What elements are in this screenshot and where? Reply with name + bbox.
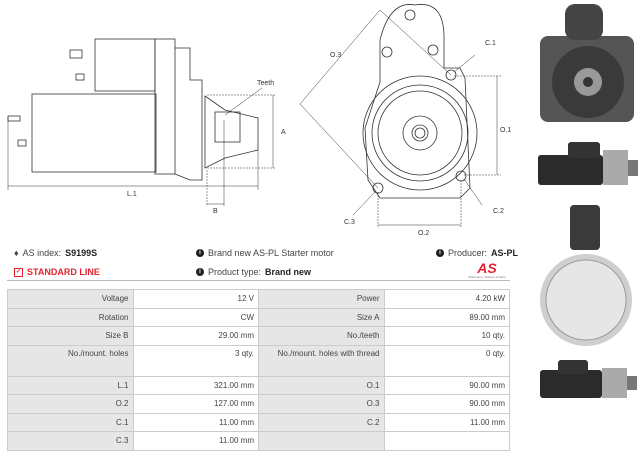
info-icon: i — [196, 268, 204, 276]
label-c1: C.1 — [485, 40, 496, 47]
label-c3: C.3 — [344, 219, 355, 226]
spec-label — [258, 431, 385, 451]
line-label: STANDARD LINE — [27, 267, 100, 277]
spec-value: 0 qty. — [383, 344, 510, 377]
spec-label: O.2 — [7, 394, 134, 414]
producer-value: AS-PL — [491, 248, 519, 258]
as-index-value: S9199S — [65, 248, 98, 258]
info-icon: i — [436, 249, 444, 257]
spec-value: 11.00 mm — [132, 431, 259, 451]
photo-side-2 — [540, 360, 637, 398]
photo-front — [540, 4, 634, 122]
spec-value: 3 qty. — [132, 344, 259, 377]
spec-label: Size B — [7, 326, 134, 346]
spec-label: No./mount. holes with thread — [258, 344, 385, 377]
photo-side — [538, 142, 638, 185]
spec-label: Voltage — [7, 289, 134, 309]
spec-label: L.1 — [7, 375, 134, 395]
producer-label: Producer: — [448, 248, 488, 258]
spec-value: 10 qty. — [383, 326, 510, 346]
label-o1: O.1 — [500, 127, 511, 134]
as-pl-logo: AS Alternators, Starters & Parts — [468, 260, 506, 279]
spec-label: O.1 — [258, 375, 385, 395]
side-view-drawing: Teeth A B L.1 — [7, 38, 286, 215]
product-photos — [538, 4, 638, 398]
label-o2: O.2 — [418, 230, 429, 237]
product-type-label: Product type: — [208, 267, 262, 277]
spec-value: 127.00 mm — [132, 394, 259, 414]
solenoid — [94, 38, 156, 92]
label-b: B — [213, 208, 218, 215]
spec-value: 12 V — [132, 289, 259, 309]
motor-body — [31, 93, 157, 173]
description: i Brand new AS-PL Starter motor — [196, 248, 334, 258]
spec-label: C.2 — [258, 412, 385, 432]
spec-label: Rotation — [7, 307, 134, 327]
spec-value: 90.00 mm — [383, 394, 510, 414]
spec-value: 89.00 mm — [383, 307, 510, 327]
checkbox-icon: ✓ — [14, 267, 23, 277]
spec-value: CW — [132, 307, 259, 327]
label-teeth: Teeth — [257, 80, 274, 87]
spec-label: C.3 — [7, 431, 134, 451]
spec-label: No./mount. holes — [7, 344, 134, 377]
spec-label: Power — [258, 289, 385, 309]
as-index-label: AS index: — [22, 248, 62, 258]
spec-value — [383, 431, 510, 451]
spec-label: O.3 — [258, 394, 385, 414]
product-type: i Product type: Brand new — [196, 267, 311, 277]
product-type-value: Brand new — [265, 267, 312, 277]
photo-rear — [540, 205, 632, 346]
front-view-drawing: O.3 C.1 O.1 C.2 C.3 O.2 — [299, 4, 511, 237]
divider — [7, 280, 510, 281]
spec-value: 11.00 mm — [132, 412, 259, 432]
spec-label: C.1 — [7, 412, 134, 432]
spec-value: 4.20 kW — [383, 289, 510, 309]
spec-label: Size A — [258, 307, 385, 327]
label-l1: L.1 — [127, 191, 137, 198]
label-c2: C.2 — [493, 208, 504, 215]
description-text: Brand new AS-PL Starter motor — [208, 248, 334, 258]
tag-icon: ♦ — [14, 248, 19, 258]
spec-label: No./teeth — [258, 326, 385, 346]
label-o3: O.3 — [330, 52, 341, 59]
standard-line-badge: ✓ STANDARD LINE — [14, 267, 100, 277]
spec-value: 29.00 mm — [132, 326, 259, 346]
spec-value: 11.00 mm — [383, 412, 510, 432]
producer: i Producer: AS-PL — [436, 248, 518, 258]
spec-value: 321.00 mm — [132, 375, 259, 395]
as-index: ♦ AS index: S9199S — [14, 248, 97, 258]
info-icon: i — [196, 249, 204, 257]
label-a: A — [281, 129, 286, 136]
spec-value: 90.00 mm — [383, 375, 510, 395]
